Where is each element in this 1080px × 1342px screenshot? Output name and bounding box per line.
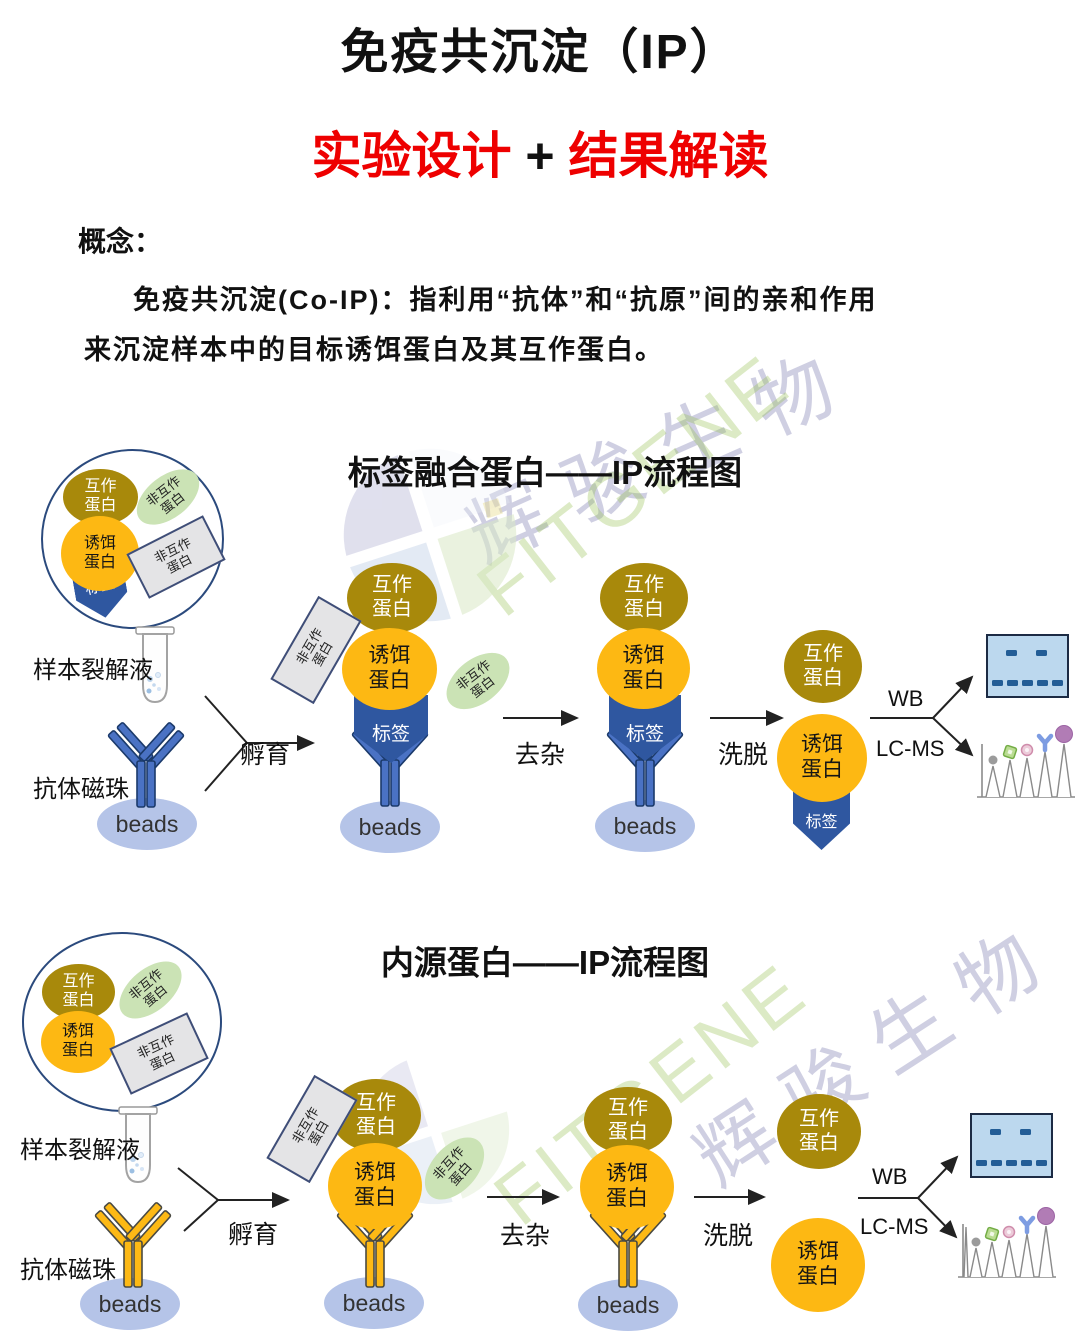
d2-sample-lysate-label: 样本裂解液 <box>20 1137 140 1164</box>
gel-band <box>1006 1160 1017 1166</box>
d1-wb-arrow <box>932 675 974 719</box>
d1-complex1-interacting-protein: 互作蛋白 <box>347 563 437 633</box>
gel-band <box>1020 1129 1031 1135</box>
subtitle-left: 实验设计 <box>311 128 512 184</box>
d2-sample-interacting-protein: 互作蛋白 <box>42 964 115 1020</box>
d2-gel-blot <box>970 1113 1053 1178</box>
concept-label: 概念： <box>78 226 163 257</box>
ms-protein-square-icon <box>984 1226 1000 1242</box>
d2-complex2-interacting-protein: 互作蛋白 <box>584 1087 672 1154</box>
d2-chromatogram <box>958 1207 1056 1278</box>
concept-text-line2: 来沉淀样本中的目标诱饵蛋白及其互作蛋白。 <box>84 335 664 365</box>
d1-eluted-bait-protein: 诱饵蛋白 <box>777 714 867 802</box>
d1-sample-circle <box>41 449 224 629</box>
d1-sample-bait-protein: 诱饵蛋白 <box>61 516 139 591</box>
concept-text-line1: 免疫共沉淀(Co-IP)：指利用“抗体”和“抗原”间的亲和作用 <box>133 285 878 315</box>
d1-beads-mid1: beads <box>340 801 440 853</box>
d1-complex2-bait-protein: 诱饵蛋白 <box>597 628 690 709</box>
d1-sample-lysate-label: 样本裂解液 <box>33 657 153 684</box>
gel-band <box>991 1160 1002 1166</box>
d1-antibody-beads-label: 抗体磁珠 <box>33 776 129 803</box>
d1-eluted-interacting-protein: 互作蛋白 <box>784 630 862 703</box>
page-subtitle: 实验设计 + 结果解读 <box>0 116 1080 188</box>
ms-protein-square-icon <box>1002 744 1018 760</box>
ms-antibody-y-icon <box>1036 733 1054 753</box>
ms-protein-dot-icon <box>971 1237 981 1247</box>
gel-band <box>990 1129 1001 1135</box>
gel-band <box>1036 650 1047 656</box>
d1-chromatogram <box>977 725 1075 798</box>
gel-band <box>1036 1160 1047 1166</box>
gel-band <box>1022 680 1033 686</box>
d1-gel-blot <box>986 634 1069 698</box>
gel-band <box>992 680 1003 686</box>
d1-antibody-icon-left <box>107 722 185 808</box>
d1-test-tube-icon <box>135 626 175 704</box>
d1-incubate-label: 孵育 <box>240 741 291 769</box>
d1-complex1-bait-protein: 诱饵蛋白 <box>342 628 437 710</box>
subtitle-right: 结果解读 <box>568 128 769 184</box>
gel-band <box>1052 680 1063 686</box>
d2-complex2-bait-protein: 诱饵蛋白 <box>580 1145 674 1229</box>
d2-wb-label: WB <box>872 1164 908 1189</box>
d2-test-tube-icon <box>118 1106 158 1184</box>
gel-band <box>1007 680 1018 686</box>
ms-protein-circle-icon <box>1055 725 1073 743</box>
d2-remove-label: 去杂 <box>500 1222 551 1250</box>
d2-complex1-bait-protein: 诱饵蛋白 <box>328 1143 422 1229</box>
d2-lcms-label: LC-MS <box>860 1214 929 1239</box>
ms-antibody-y-icon <box>1018 1215 1036 1235</box>
d2-wb-arrow <box>917 1155 959 1199</box>
d1-lcms-label: LC-MS <box>876 736 945 761</box>
gel-band <box>1021 1160 1032 1166</box>
ms-protein-dot-icon <box>988 755 998 765</box>
d2-eluted-bait-protein: 诱饵蛋白 <box>771 1218 865 1312</box>
d1-beads-mid2: beads <box>595 800 695 852</box>
d2-sample-bait-protein: 诱饵蛋白 <box>41 1011 115 1073</box>
d2-beads-left: beads <box>80 1278 180 1330</box>
d1-remove-label: 去杂 <box>515 741 566 769</box>
d1-wb-label: WB <box>888 686 924 711</box>
d2-beads-mid2: beads <box>578 1279 678 1331</box>
diagram2-title: 内源蛋白——IP流程图 <box>380 944 710 981</box>
d2-incubate-label: 孵育 <box>228 1221 279 1249</box>
d2-eluted-interacting-protein: 互作蛋白 <box>777 1094 861 1169</box>
d2-elute-label: 洗脱 <box>703 1222 754 1250</box>
d1-elute-label: 洗脱 <box>718 741 769 769</box>
diagram1-title: 标签融合蛋白——IP流程图 <box>347 454 743 491</box>
ms-protein-circle-icon <box>1037 1207 1055 1225</box>
d2-antibody-icon-left <box>94 1202 172 1288</box>
d2-antibody-beads-label: 抗体磁珠 <box>20 1257 116 1284</box>
d1-sample-interacting-protein: 互作蛋白 <box>63 469 138 525</box>
page-title: 免疫共沉淀（IP） <box>340 26 740 79</box>
gel-band <box>976 1160 987 1166</box>
d1-complex2-interacting-protein: 互作蛋白 <box>600 563 688 633</box>
gel-band <box>1006 650 1017 656</box>
gel-band <box>1037 680 1048 686</box>
subtitle-plus: + <box>511 128 569 184</box>
